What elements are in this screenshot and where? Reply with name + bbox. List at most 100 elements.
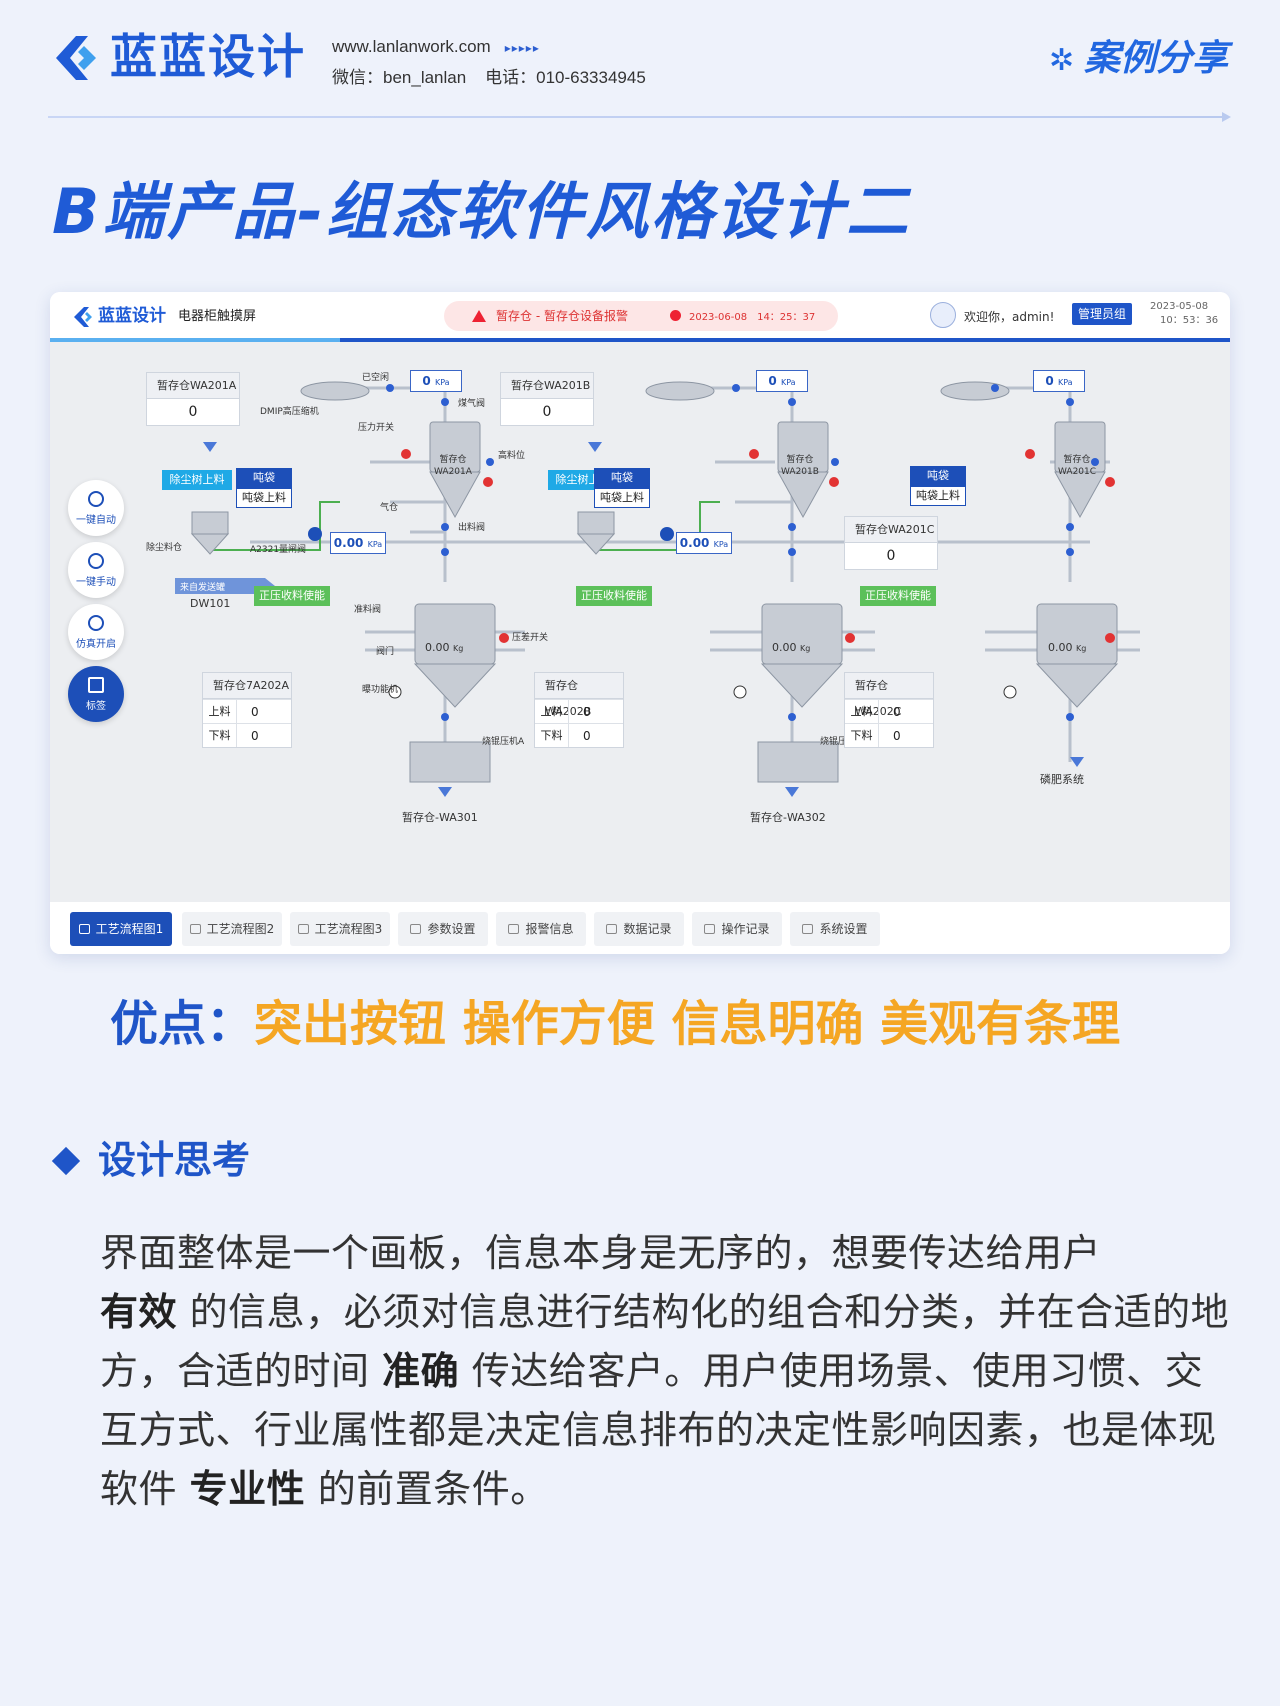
weight-a: 0.00 Kg [425,641,464,654]
output-c-label: 磷肥系统 [1040,773,1084,786]
dw-label: DW101 [190,597,231,610]
dust-bin-label: 除尘料仓 [146,543,183,553]
edit-icon [704,924,716,934]
tab-params[interactable]: 参数设置 [398,912,488,946]
pressure-top-a: 0 KPa [410,370,462,392]
brand-name: 蓝蓝设计 [110,30,306,85]
tab-data[interactable]: 数据记录 [594,912,684,946]
gas-tank-label: 气仓 [380,503,399,513]
data-icon [606,924,618,934]
weight-c: 0.00 Kg [1048,641,1087,654]
valve-label: 阀门 [376,647,395,657]
tank-label: 暂存仓 WA201A [434,455,472,477]
arrows-icon: ▸▸▸▸▸ [504,41,540,55]
case-share-label: ✲案例分享 [1048,38,1228,79]
tab-system[interactable]: 系统设置 [790,912,880,946]
bottom-tabs: 工艺流程图1 工艺流程图2 工艺流程图3 参数设置 报警信息 数据记录 操作记录… [50,902,1230,954]
flow-icon [297,924,309,934]
ton-bag-tag[interactable]: 吨袋 [236,468,292,488]
page-title: B端产品-组态软件风格设计二 [52,175,911,248]
bookmark-icon [88,677,104,693]
alarm-icon [508,924,520,934]
dust-feed-tag[interactable]: 除尘树上料 [162,470,232,490]
positive-pressure-c[interactable]: 正压收料使能 [860,586,936,606]
ton-bag-tag[interactable]: 吨袋 [910,466,966,486]
hand-icon [88,553,104,569]
compressor-label: DMIP高压缩机 [260,407,319,417]
manual-button[interactable]: 一键手动 [68,542,124,598]
app-logo-icon [74,307,92,327]
air-label: 已空闲 [362,373,390,383]
ton-bag-feed[interactable]: 吨袋上料 [594,488,650,508]
warning-icon [472,310,486,322]
coal-valve-label: 煤气阀 [458,399,486,409]
diff-switch-label: 压差开关 [512,633,549,643]
star-icon: ✲ [1048,43,1074,78]
wechat: 微信：ben_lanlan [332,68,467,87]
positive-pressure-a[interactable]: 正压收料使能 [254,586,330,606]
section-paragraph: 界面整体是一个画板，信息本身是无序的，想要传达给用户有效 的信息，必须对信息进行… [100,1231,1230,1511]
website[interactable]: www.lanlanwork.com [332,37,491,56]
auto-button[interactable]: 一键自动 [68,480,124,536]
phone: 电话：010-63334945 [485,68,646,87]
tank-label: 暂存仓 WA201C [1058,455,1097,477]
tab-process-1[interactable]: 工艺流程图1 [70,912,172,946]
power-machine-label: 曝功能机 [362,685,399,695]
ton-bag-tag[interactable]: 吨袋 [594,468,650,488]
crusher-a-label: 烧锟压机A [482,737,525,747]
header-divider [48,112,1231,122]
tank-label: 暂存仓 WA201B [781,455,819,477]
advantages: 优点：突出按钮 操作方便 信息明确 美观有条理 [110,996,1121,1052]
high-level-label: 高料位 [498,451,526,461]
tab-ops[interactable]: 操作记录 [692,912,782,946]
process-diagram [175,381,1140,797]
pressure-mid-a: 0.00 KPa [330,532,386,554]
label-button[interactable]: 标签 [68,666,124,722]
auto-feed-label: 来自发送罐 [180,583,226,593]
simulation-button[interactable]: 仿真开启 [68,604,124,660]
diamond-icon [51,1146,81,1176]
pressure-top-c: 0 KPa [1033,370,1085,392]
output-a-label: 暂存仓-WA301 [402,811,478,824]
contact-info: www.lanlanwork.com ▸▸▸▸▸ 微信：ben_lanlan 电话… [332,32,646,93]
app-subtitle: 电器柜触摸屏 [178,309,257,324]
ton-bag-feed[interactable]: 吨袋上料 [236,488,292,508]
role-badge[interactable]: 管理员组 [1072,303,1133,325]
flow-icon [189,924,201,934]
pressure-top-b: 0 KPa [756,370,808,392]
simulation-icon [88,615,104,631]
ton-bag-feed[interactable]: 吨袋上料 [910,486,966,506]
brand-logo-icon [56,36,96,80]
pressure-mid-b: 0.00 KPa [676,532,732,554]
clock-icon [669,310,681,321]
weight-b: 0.00 Kg [772,641,811,654]
outlet-valve-label: 出料阀 [458,523,486,533]
section-title: 设计思考 [51,1132,250,1188]
tab-process-3[interactable]: 工艺流程图3 [290,912,390,946]
avatar[interactable] [930,302,956,328]
positive-pressure-b[interactable]: 正压收料使能 [576,586,652,606]
crusher-b-label: 烧锟压机B [820,737,863,747]
feed-valve-label: 准料阀 [354,605,382,615]
tab-alarms[interactable]: 报警信息 [496,912,586,946]
flow-icon [78,924,90,934]
tab-process-2[interactable]: 工艺流程图2 [182,912,282,946]
header-underline [50,338,1230,342]
app-brand: 蓝蓝设计 [98,306,166,326]
gear-icon [802,924,814,934]
pressure-switch-label: 压力开关 [358,423,395,433]
meter-valve-label: A2321量闸阀 [250,545,307,555]
auto-icon [88,491,104,507]
page-header: 蓝蓝设计 www.lanlanwork.com ▸▸▸▸▸ 微信：ben_lanl… [0,0,1280,122]
